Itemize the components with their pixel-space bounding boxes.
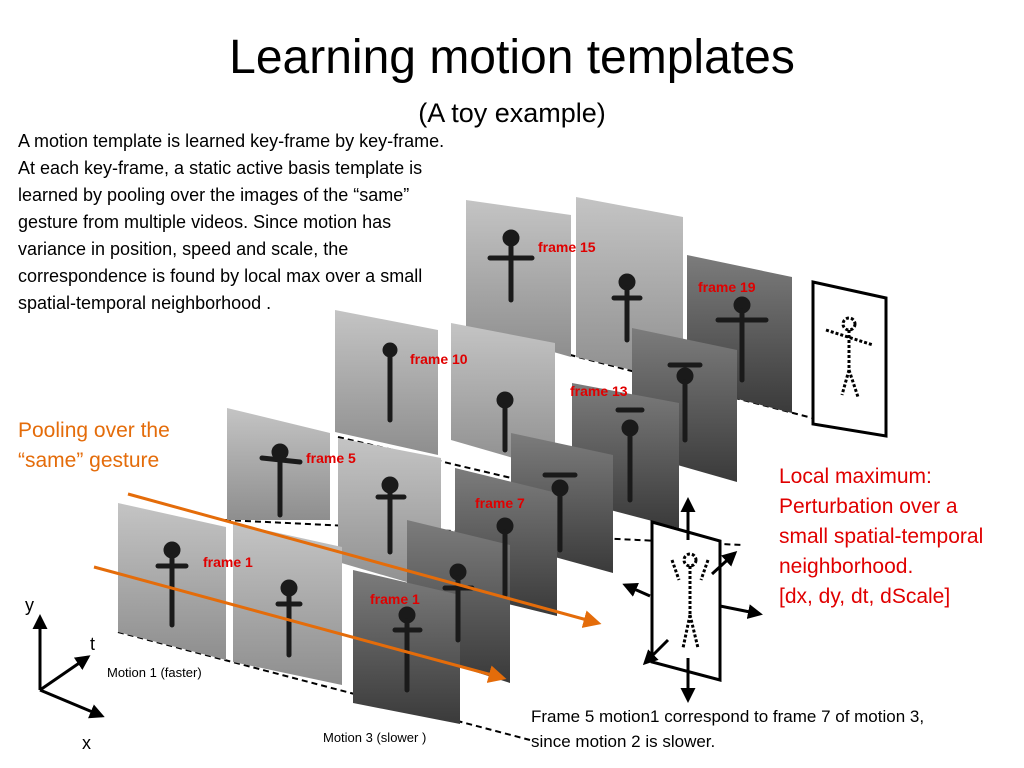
y-axis-label: y xyxy=(25,595,34,615)
frame-label: frame 19 xyxy=(698,279,756,295)
motion3-label: Motion 3 (slower ) xyxy=(323,730,427,745)
local-max-line: Perturbation over a xyxy=(779,495,958,518)
correspondence-note: Frame 5 motion1 correspond to frame 7 of… xyxy=(531,707,925,751)
local-max-line: [dx, dy, dt, dScale] xyxy=(779,585,951,608)
perturbation-arrows xyxy=(622,497,763,703)
slide-title: Learning motion templates xyxy=(229,31,795,84)
local-max-line: neighborhood. xyxy=(779,555,914,578)
motion1-label: Motion 1 (faster) xyxy=(107,665,202,680)
frame-image xyxy=(335,310,438,455)
frame-label: frame 5 xyxy=(306,450,356,466)
frame-label: frame 13 xyxy=(570,383,628,399)
axes xyxy=(32,614,105,719)
frame-label: frame 15 xyxy=(538,239,596,255)
frame-label: frame 7 xyxy=(475,495,525,511)
template-sketch-front xyxy=(650,520,722,682)
local-maximum-text: Local maximum: Perturbation over a small… xyxy=(779,462,1019,612)
description-text: A motion template is learned key-frame b… xyxy=(18,131,445,313)
x-axis-label: x xyxy=(82,733,91,753)
t-axis-label: t xyxy=(90,634,96,654)
template-sketch-back xyxy=(811,280,888,438)
figure-silhouettes xyxy=(155,229,769,693)
local-max-line: small spatial-temporal xyxy=(779,525,984,548)
frame-label: frame 10 xyxy=(410,351,468,367)
slide-subtitle: (A toy example) xyxy=(418,98,606,128)
pooling-label: Pooling over the “same” gesture xyxy=(18,419,170,472)
pooling-arrows xyxy=(93,492,602,683)
frame-label: frame 1 xyxy=(203,554,253,570)
local-max-line: Local maximum: xyxy=(779,465,932,488)
frame-label: frame 1 xyxy=(370,591,420,607)
frame-image xyxy=(466,200,571,357)
